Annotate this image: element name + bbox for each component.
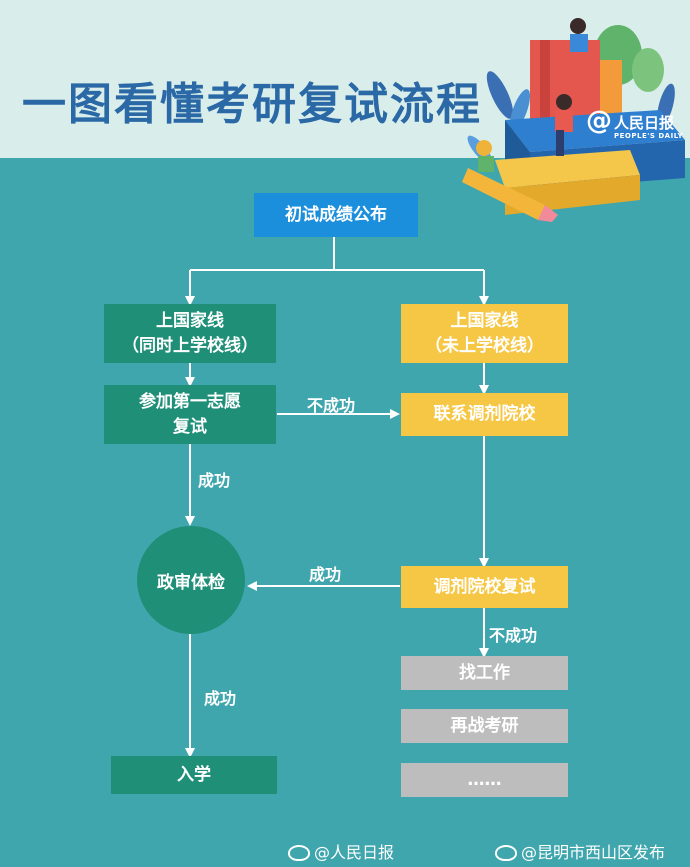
label-fail-2: 不成功 — [489, 626, 538, 645]
footer-credit-right: @昆明市西山区发布 — [495, 839, 665, 863]
node-background-check: 政审体检 — [137, 526, 245, 634]
node-more: …… — [401, 763, 568, 797]
books-illustration — [462, 18, 685, 222]
label-success-3: 成功 — [204, 689, 237, 708]
node-first-choice-retest: 参加第一志愿 复试 — [104, 385, 276, 444]
label-fail-1: 不成功 — [307, 396, 356, 415]
node-initial-results: 初试成绩公布 — [254, 193, 418, 237]
node-enrollment: 入学 — [111, 756, 277, 794]
label-success-1: 成功 — [198, 471, 231, 490]
weibo-icon — [495, 845, 517, 861]
node-retry-exam: 再战考研 — [401, 709, 568, 743]
node-find-job: 找工作 — [401, 656, 568, 690]
weibo-icon — [288, 845, 310, 861]
footer-credit-left: @人民日报 — [288, 839, 394, 863]
node-above-national-only: 上国家线 （未上学校线） — [401, 304, 568, 363]
label-success-2: 成功 — [309, 565, 342, 584]
page-title: 一图看懂考研复试流程 — [22, 79, 482, 130]
node-above-both-lines: 上国家线 （同时上学校线） — [104, 304, 276, 363]
node-contact-adjustment: 联系调剂院校 — [401, 393, 568, 436]
node-adjustment-retest: 调剂院校复试 — [401, 566, 568, 608]
